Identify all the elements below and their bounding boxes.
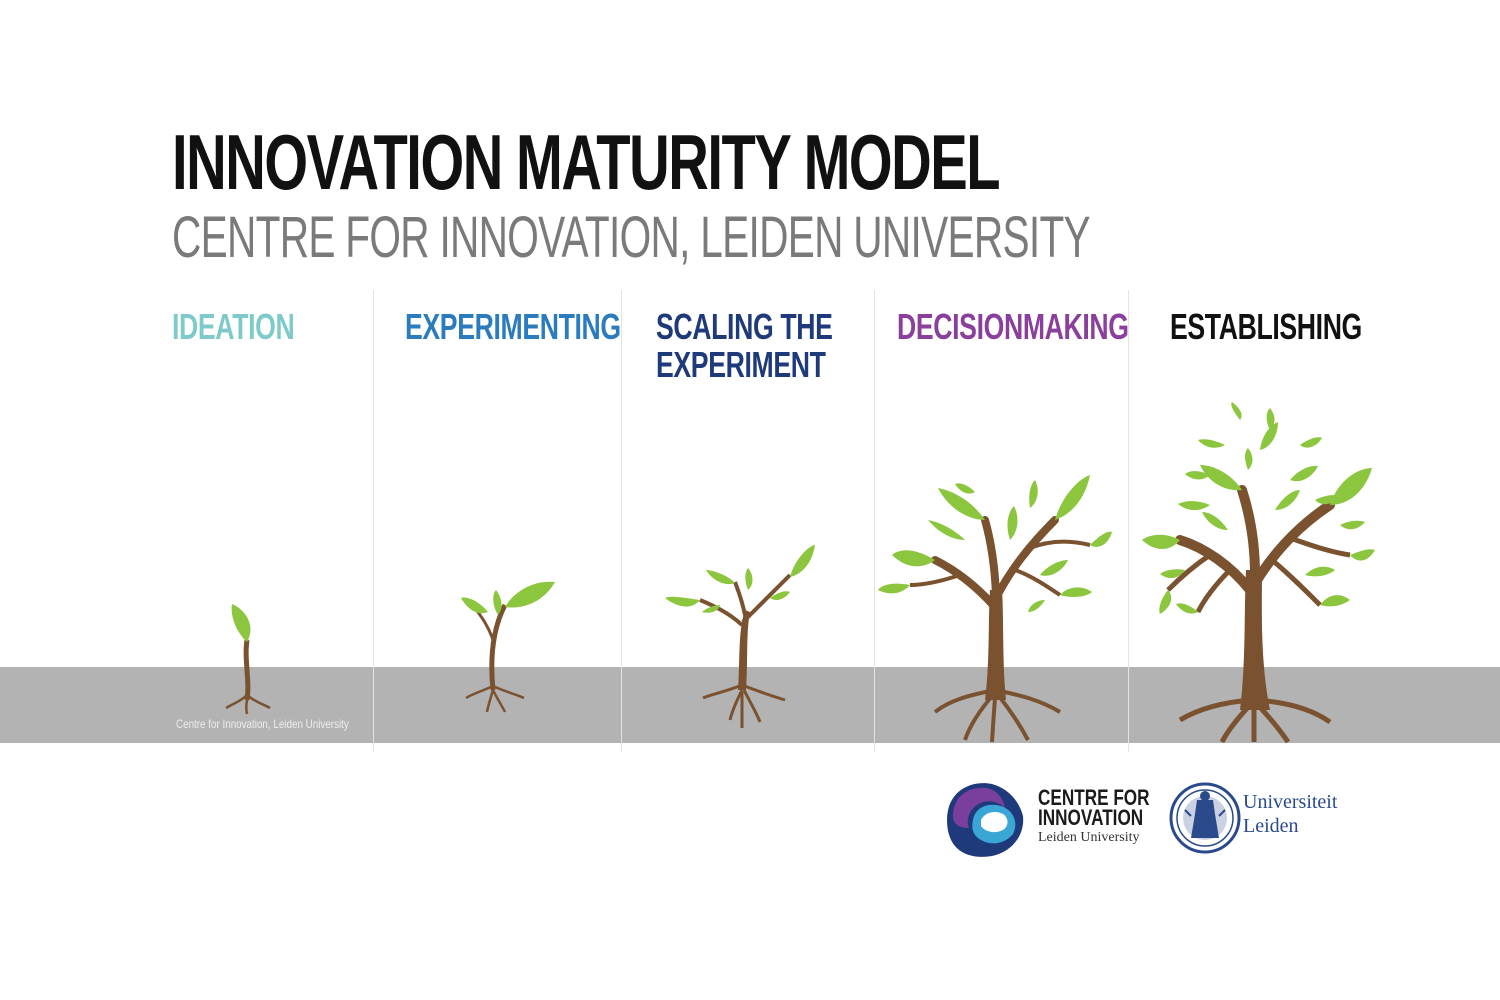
mature-tree-roots xyxy=(1178,697,1332,744)
growing-tree xyxy=(878,475,1112,743)
leaf xyxy=(1055,475,1090,520)
stage-label-experimenting: EXPERIMENTING xyxy=(405,306,621,347)
leaf xyxy=(493,590,502,615)
leaf xyxy=(665,596,700,607)
leaf xyxy=(1028,600,1045,612)
sprout-stem xyxy=(243,639,251,701)
cfi-logo-line1: CENTRE FOR xyxy=(1038,785,1150,810)
leaf xyxy=(938,488,985,520)
watermark: Centre for Innovation, Leiden University xyxy=(176,717,349,731)
mature-tree-trunk xyxy=(1240,570,1270,710)
seedling-plant xyxy=(461,581,555,713)
leaf xyxy=(928,520,965,540)
cfi-logo-line2: INNOVATION xyxy=(1038,805,1144,830)
cfi-logo: CENTRE FOR INNOVATION Leiden University xyxy=(1038,785,1181,846)
page-subtitle: CENTRE FOR INNOVATION, LEIDEN UNIVERSITY xyxy=(172,205,1091,270)
leiden-seal-icon xyxy=(1169,782,1241,854)
leaf xyxy=(1029,480,1038,508)
growing-tree-roots xyxy=(933,688,1062,743)
mature-tree xyxy=(1142,402,1375,744)
stage-divider xyxy=(874,290,875,752)
leaf xyxy=(231,604,251,642)
leaf xyxy=(892,550,935,567)
stage-divider xyxy=(373,290,374,752)
cfi-logo-line3: Leiden University xyxy=(1038,830,1140,845)
leiden-logo-line2: Leiden xyxy=(1243,815,1299,837)
seedling-stem xyxy=(489,603,508,691)
young-tree xyxy=(665,545,815,728)
young-tree-roots xyxy=(702,683,786,728)
seedling-roots xyxy=(465,684,525,713)
sprout-roots xyxy=(225,694,271,715)
leaf xyxy=(1007,506,1018,540)
growing-tree-trunk xyxy=(985,590,1006,700)
leaf xyxy=(878,583,910,594)
cfi-logo-icon xyxy=(947,783,1024,857)
leaf xyxy=(1060,587,1092,597)
leaf xyxy=(790,545,815,577)
stage-divider xyxy=(621,290,622,752)
leaf xyxy=(505,581,555,608)
leiden-logo: Universiteit Leiden xyxy=(1243,790,1337,838)
stage-label-decisionmaking: DECISIONMAKING xyxy=(897,306,1129,347)
leaf xyxy=(706,570,735,585)
young-tree-trunk xyxy=(738,610,750,690)
stage-label-scaling: SCALING THE EXPERIMENT xyxy=(656,306,833,385)
sprout-plant xyxy=(225,604,271,715)
mature-tree-canopy xyxy=(1142,402,1375,614)
leaf xyxy=(770,591,790,600)
leaf xyxy=(1040,560,1068,576)
stage-divider xyxy=(1128,290,1129,752)
leaf xyxy=(1090,531,1112,547)
leaf xyxy=(745,568,753,590)
stage-label-ideation: IDEATION xyxy=(172,306,295,347)
stage-label-establishing: ESTABLISHING xyxy=(1170,306,1362,347)
leaf xyxy=(702,605,720,613)
page-title: INNOVATION MATURITY MODEL xyxy=(172,118,1001,206)
leaf xyxy=(955,483,975,494)
leiden-logo-line1: Universiteit xyxy=(1243,791,1338,813)
leaf xyxy=(461,597,488,614)
